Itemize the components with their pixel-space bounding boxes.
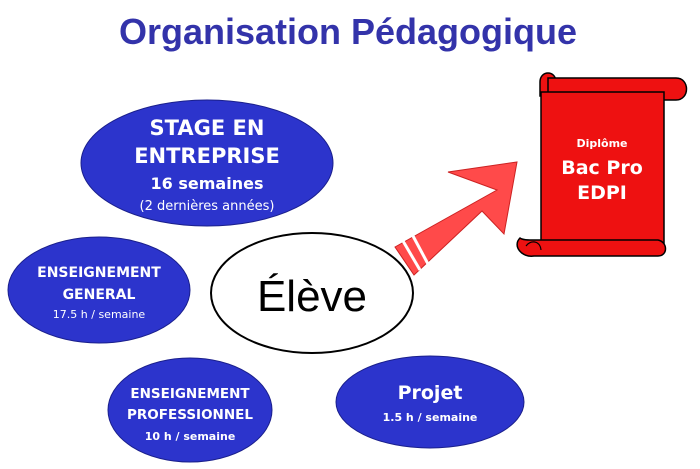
diplome-line2: EDPI — [577, 182, 627, 204]
scroll-curl — [525, 241, 542, 251]
page-title: Organisation Pédagogique — [119, 11, 577, 52]
stage-ellipse — [80, 99, 334, 227]
eleve-label: Élève — [257, 272, 367, 321]
diplome-label: Diplôme — [576, 137, 627, 150]
arrow-body — [394, 161, 518, 276]
arrow-stripe-2 — [411, 235, 430, 265]
general-ellipse — [7, 236, 191, 344]
enseignement-professionnel-bubble: ENSEIGNEMENT PROFESSIONNEL 10 h / semain… — [107, 357, 273, 463]
projet-ellipse — [335, 355, 525, 449]
general-line1: ENSEIGNEMENT — [37, 265, 161, 281]
diplome-scroll: Diplôme Bac Pro EDPI — [516, 72, 688, 257]
stage-line2: ENTREPRISE — [134, 144, 280, 168]
enseignement-general-bubble: ENSEIGNEMENT GENERAL 17.5 h / semaine — [7, 236, 191, 344]
stage-note: (2 dernières années) — [140, 199, 275, 214]
professionnel-line2: PROFESSIONNEL — [127, 407, 253, 423]
professionnel-ellipse — [107, 357, 273, 463]
eleve-ellipse — [210, 232, 414, 354]
general-hours: 17.5 h / semaine — [53, 308, 146, 321]
professionnel-line1: ENSEIGNEMENT — [130, 386, 250, 402]
general-line2: GENERAL — [63, 287, 136, 303]
stage-duration: 16 semaines — [151, 174, 264, 193]
eleve-node: Élève — [210, 232, 414, 354]
professionnel-hours: 10 h / semaine — [145, 430, 236, 443]
projet-hours: 1.5 h / semaine — [383, 411, 478, 424]
projet-bubble: Projet 1.5 h / semaine — [335, 355, 525, 449]
stage-line1: STAGE EN — [150, 116, 265, 140]
scroll-bottom-roll — [516, 236, 667, 257]
projet-line1: Projet — [398, 382, 463, 404]
progress-arrow — [394, 161, 518, 276]
arrow-stripe-1 — [401, 240, 422, 271]
diplome-line1: Bac Pro — [561, 157, 643, 179]
stage-entreprise-bubble: STAGE EN ENTREPRISE 16 semaines (2 derni… — [80, 99, 334, 227]
